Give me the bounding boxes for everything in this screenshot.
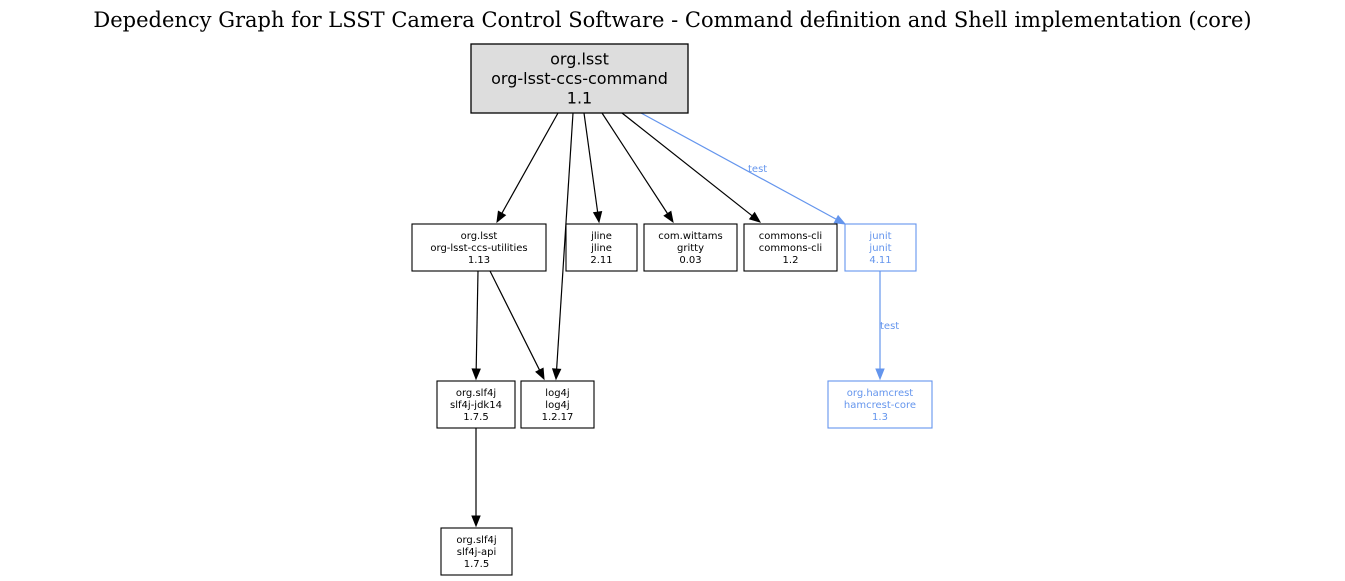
graph-title: Depedency Graph for LSST Camera Control … <box>93 8 1252 32</box>
edge-line <box>640 112 837 220</box>
node-group: log4j <box>545 388 569 399</box>
node-box <box>743 223 838 272</box>
edge-root-to-jline <box>583 112 603 224</box>
node-artifact: org-lsst-ccs-command <box>491 69 668 88</box>
node-box <box>844 223 917 272</box>
node-artifact: jline <box>590 243 612 254</box>
edge-root-to-log4j <box>551 112 574 381</box>
edge-line <box>621 112 753 217</box>
node-box <box>411 223 547 272</box>
edge-line <box>475 270 479 370</box>
node-group: com.wittams <box>658 231 722 242</box>
arrowhead-icon <box>551 368 562 381</box>
arrowhead-icon <box>592 210 603 224</box>
node-box <box>565 223 638 272</box>
node-artifact: commons-cli <box>759 243 822 254</box>
edge-label: test <box>748 164 767 175</box>
node-artifact: gritty <box>677 243 704 254</box>
node-group: junit <box>868 231 891 242</box>
node-box <box>470 43 689 114</box>
node-version: 1.1 <box>567 89 592 108</box>
node-artifact: slf4j-jdk14 <box>450 400 502 411</box>
arrowhead-icon <box>748 211 762 223</box>
edge-slf4jjdk14-to-slf4japi <box>471 428 481 528</box>
arrowhead-icon <box>471 368 481 381</box>
node-version: 1.3 <box>872 412 888 423</box>
node-version: 1.13 <box>468 255 490 266</box>
node-artifact: junit <box>868 243 891 254</box>
edge-root-to-junit: test <box>640 112 847 225</box>
arrowhead-icon <box>535 367 545 381</box>
arrowhead-icon <box>471 515 481 528</box>
node-group: org.lsst <box>461 231 498 242</box>
edge-line <box>556 112 574 370</box>
edge-utilities-to-log4j <box>489 270 545 381</box>
node-version: 1.2 <box>783 255 799 266</box>
edge-root-to-commonscli <box>621 112 762 223</box>
node-box <box>643 223 738 272</box>
node-version: 1.7.5 <box>464 559 489 570</box>
edge-line <box>601 112 669 214</box>
node-version: 2.11 <box>590 255 612 266</box>
edge-line <box>583 112 599 213</box>
edge-label: test <box>880 321 899 332</box>
node-artifact: org-lsst-ccs-utilities <box>430 243 527 254</box>
arrowhead-icon <box>833 214 847 225</box>
node-group: commons-cli <box>759 231 822 242</box>
node-box <box>827 380 933 429</box>
arrowhead-icon <box>496 210 507 224</box>
node-artifact: log4j <box>545 400 569 411</box>
edge-root-to-gritty <box>601 112 674 224</box>
node-artifact: hamcrest-core <box>844 400 916 411</box>
arrowhead-icon <box>663 210 674 224</box>
node-group: org.hamcrest <box>847 388 914 399</box>
node-group: org.slf4j <box>456 535 496 546</box>
node-artifact: slf4j-api <box>457 547 497 558</box>
edge-utilities-to-slf4jjdk14 <box>471 270 481 381</box>
edge-root-to-utilities <box>496 112 559 224</box>
node-version: 0.03 <box>679 255 701 266</box>
edge-line <box>489 270 541 371</box>
edge-line <box>501 112 559 214</box>
edge-junit-to-hamcrest: test <box>875 271 899 381</box>
arrowhead-icon <box>875 368 885 381</box>
node-group: org.lsst <box>550 50 609 69</box>
node-version: 1.2.17 <box>542 412 574 423</box>
node-version: 4.11 <box>869 255 891 266</box>
node-box <box>520 380 595 429</box>
node-group: jline <box>590 231 612 242</box>
node-group: org.slf4j <box>456 388 496 399</box>
node-box <box>436 380 516 429</box>
node-version: 1.7.5 <box>463 412 488 423</box>
node-box <box>440 527 513 576</box>
